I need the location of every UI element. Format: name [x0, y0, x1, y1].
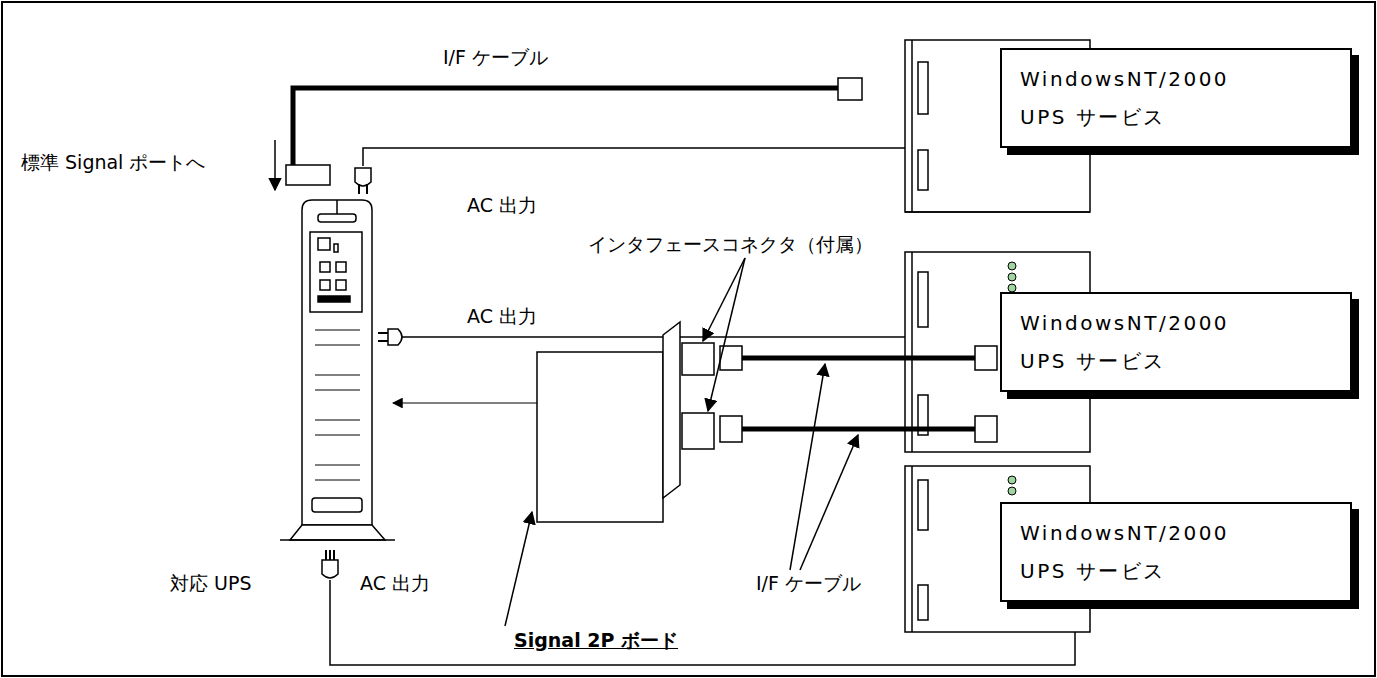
- service-box: WindowsNT/2000 UPS サービス: [1000, 48, 1352, 148]
- callout-label: AC 出力: [357, 571, 433, 595]
- callout-label: 標準 Signal ポートへ: [18, 150, 208, 174]
- service-box: WindowsNT/2000 UPS サービス: [1000, 292, 1352, 392]
- callout-label: AC 出力: [464, 193, 540, 217]
- callout-label: インタフェースコネクタ（付属）: [585, 232, 876, 256]
- board-label: Signal 2P ボード: [511, 628, 681, 652]
- callout-label: I/F ケーブル: [440, 45, 551, 69]
- service-text: WindowsNT/2000 UPS サービス: [1020, 514, 1240, 590]
- callout-label: I/F ケーブル: [753, 571, 864, 595]
- service-box: WindowsNT/2000 UPS サービス: [1000, 502, 1352, 602]
- callout-label: 対応 UPS: [167, 571, 254, 595]
- callout-label: AC 出力: [464, 304, 540, 328]
- service-text: WindowsNT/2000 UPS サービス: [1020, 304, 1240, 380]
- service-text: WindowsNT/2000 UPS サービス: [1020, 60, 1240, 136]
